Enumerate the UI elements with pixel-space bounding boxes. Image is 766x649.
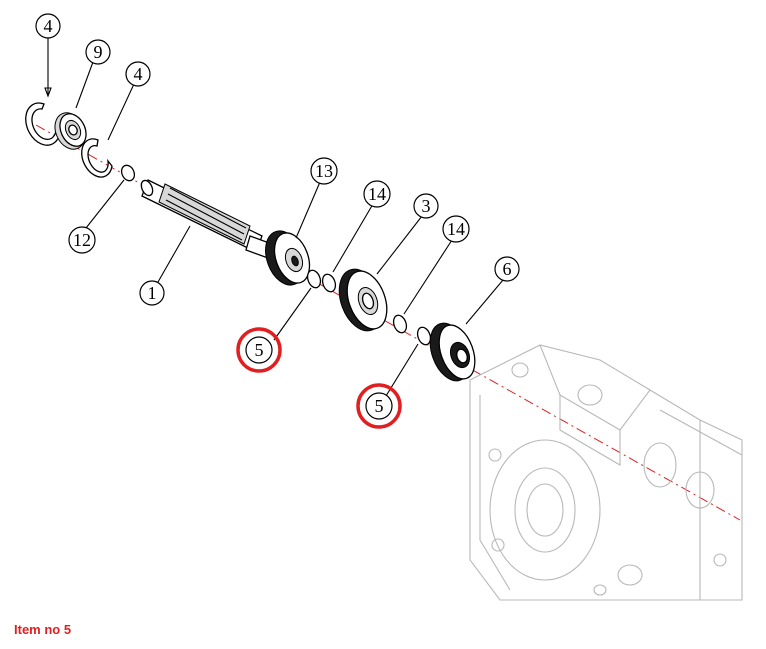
ring-14-upper [321,273,337,293]
svg-text:14: 14 [368,184,386,204]
svg-text:4: 4 [44,16,53,36]
callout-4-right: 4 [125,61,151,87]
bearing-9 [54,112,87,150]
svg-text:1: 1 [148,283,157,303]
exploded-parts-diagram: 4 9 4 12 1 13 14 3 14 6 5 [25,13,743,601]
svg-text:13: 13 [315,161,333,181]
callout-3: 3 [413,193,439,219]
gear-3 [338,268,388,332]
ring-5-lower [416,326,432,346]
svg-text:5: 5 [255,340,264,360]
svg-text:12: 12 [73,230,91,250]
highlight-ring [356,383,402,429]
ring-14-lower [392,314,408,334]
gear-6 [429,322,476,382]
svg-text:3: 3 [422,196,431,216]
svg-text:5: 5 [375,396,384,416]
callout-5-upper-highlighted: 5 [236,327,282,373]
callout-14-upper: 14 [363,180,391,208]
splined-shaft-1 [140,179,273,259]
callout-4-top-left: 4 [35,13,61,39]
callout-9: 9 [85,39,111,65]
svg-text:14: 14 [447,219,465,239]
callout-12: 12 [68,226,96,254]
snap-ring-4-right [81,138,113,178]
callout-13: 13 [310,157,338,185]
gear-13 [265,230,311,286]
svg-text:9: 9 [94,42,103,62]
gearbox-housing [469,344,743,601]
callout-6: 6 [494,256,520,282]
callout-14-lower: 14 [442,215,470,243]
svg-text:6: 6 [503,259,512,279]
highlight-ring [236,327,282,373]
callout-5-lower-highlighted: 5 [356,383,402,429]
ring-12 [120,164,136,182]
ring-5-upper [306,269,322,289]
callout-1: 1 [139,280,165,306]
item-caption: Item no 5 [14,622,72,637]
svg-text:4: 4 [134,64,143,84]
